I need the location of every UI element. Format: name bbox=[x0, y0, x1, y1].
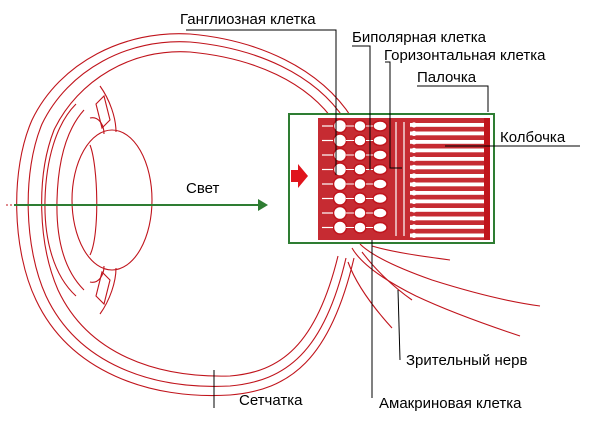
rod-outer-segment bbox=[410, 199, 484, 204]
bipolar-cell-outer bbox=[372, 221, 388, 234]
retina-cell-layers bbox=[318, 118, 490, 240]
rod-outer-segment bbox=[410, 216, 484, 221]
cone-outer-segment bbox=[410, 208, 484, 212]
bipolar-cell bbox=[353, 206, 367, 220]
photoreceptor-nucleus bbox=[411, 198, 417, 204]
label-bipolar-cell: Биполярная клетка bbox=[352, 29, 487, 46]
photoreceptor-nucleus bbox=[411, 224, 417, 230]
cone-outer-segment bbox=[410, 157, 484, 161]
ganglion-cell bbox=[332, 147, 348, 163]
bipolar-cell bbox=[353, 177, 367, 191]
photoreceptor-nucleus bbox=[411, 190, 417, 196]
photoreceptor-nucleus bbox=[411, 207, 417, 213]
light-ray bbox=[6, 199, 268, 211]
cone-outer-segment bbox=[410, 182, 484, 187]
rod-outer-segment bbox=[410, 191, 484, 195]
rod-outer-segment bbox=[410, 165, 484, 170]
label-light: Свет bbox=[186, 180, 219, 197]
photoreceptor-nucleus bbox=[411, 232, 417, 238]
eyeball bbox=[16, 33, 355, 397]
photoreceptor-nucleus bbox=[411, 130, 417, 136]
lens-inner-contour bbox=[89, 144, 98, 256]
inset-light-arrow bbox=[291, 164, 308, 188]
bipolar-cell bbox=[353, 163, 367, 176]
rod-outer-segment bbox=[410, 225, 484, 229]
bipolar-cell bbox=[353, 119, 367, 133]
lens bbox=[71, 129, 153, 271]
label-cone: Колбочка bbox=[500, 129, 566, 146]
bipolar-cell-outer bbox=[372, 207, 388, 219]
bipolar-cell bbox=[353, 192, 367, 205]
label-rod: Палочка bbox=[417, 69, 477, 86]
cone-outer-segment bbox=[410, 131, 484, 136]
label-optic-nerve: Зрительный нерв bbox=[406, 352, 527, 369]
bipolar-cell bbox=[353, 134, 367, 147]
arrow-right-icon bbox=[258, 199, 268, 211]
ganglion-cell bbox=[332, 176, 348, 192]
retina-inset bbox=[288, 113, 495, 244]
photoreceptor-nucleus bbox=[411, 173, 417, 179]
bipolar-cell-outer bbox=[372, 178, 388, 190]
photoreceptor-nucleus bbox=[411, 122, 417, 128]
ganglion-cell bbox=[332, 133, 348, 148]
rod-outer-segment bbox=[410, 148, 484, 153]
photoreceptor-nucleus bbox=[411, 181, 417, 187]
label-ganglion-cell: Ганглиозная клетка bbox=[180, 11, 316, 28]
bipolar-cell-outer bbox=[372, 120, 388, 132]
label-horizontal-cell: Горизонтальная клетка bbox=[384, 47, 546, 64]
photoreceptor-nucleus bbox=[411, 164, 417, 170]
bipolar-cell bbox=[353, 221, 367, 234]
photoreceptor-nucleus bbox=[411, 215, 417, 221]
photoreceptor-nucleus bbox=[411, 139, 417, 145]
rod-outer-segment bbox=[410, 123, 484, 127]
rod-outer-segment bbox=[410, 140, 484, 144]
bipolar-cell-outer bbox=[372, 134, 388, 147]
cone-outer-segment bbox=[410, 233, 484, 238]
ganglion-cell bbox=[332, 162, 348, 177]
ganglion-cell bbox=[332, 205, 348, 221]
bipolar-cell-outer bbox=[372, 163, 388, 176]
photoreceptor-nucleus bbox=[411, 147, 417, 153]
bipolar-cell-outer bbox=[372, 192, 388, 205]
ganglion-cell bbox=[332, 118, 348, 134]
labels: Ганглиозная клетка Биполярная клетка Гор… bbox=[180, 11, 566, 412]
label-retina: Сетчатка bbox=[239, 392, 303, 409]
ganglion-cell bbox=[332, 191, 348, 206]
bipolar-cell-outer bbox=[372, 149, 388, 161]
ganglion-cell bbox=[332, 220, 348, 235]
leader-lines bbox=[186, 29, 580, 408]
label-amacrine-cell: Амакриновая клетка bbox=[379, 395, 522, 412]
bipolar-cell bbox=[353, 148, 367, 162]
rod-outer-segment bbox=[410, 174, 484, 178]
photoreceptor-nucleus bbox=[411, 156, 417, 162]
optic-nerve bbox=[347, 243, 541, 337]
pigment-epithelium bbox=[484, 118, 490, 240]
